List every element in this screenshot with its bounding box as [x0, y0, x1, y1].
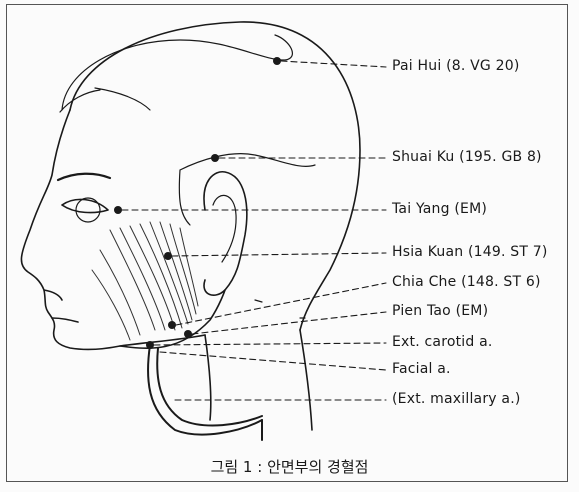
label-pai-hui: Pai Hui (8. VG 20) — [392, 58, 520, 74]
label-ext-carotid: Ext. carotid a. — [392, 334, 493, 350]
figure-caption: 그림 1 : 안면부의 경혈점 — [0, 456, 579, 477]
point-chia-che — [168, 321, 176, 329]
point-shuai-ku — [211, 154, 219, 162]
label-shuai-ku: Shuai Ku (195. GB 8) — [392, 149, 542, 165]
point-pai-hui — [273, 57, 281, 65]
label-hsia-kuan: Hsia Kuan (149. ST 7) — [392, 244, 548, 260]
eye — [62, 199, 108, 212]
point-ext-carotid — [146, 341, 154, 349]
label-tai-yang: Tai Yang (EM) — [392, 201, 487, 217]
label-pien-tao: Pien Tao (EM) — [392, 303, 488, 319]
point-pien-tao — [184, 330, 192, 338]
head-outline — [70, 22, 360, 330]
neck — [205, 330, 312, 430]
label-chia-che: Chia Che (148. ST 6) — [392, 274, 541, 290]
masseter-muscle — [92, 222, 198, 340]
label-ext-maxillary: (Ext. maxillary a.) — [392, 391, 521, 407]
label-facial-a: Facial a. — [392, 361, 451, 377]
ear — [204, 172, 247, 295]
point-hsia-kuan — [164, 252, 172, 260]
point-tai-yang — [114, 206, 122, 214]
eyebrow — [58, 174, 110, 180]
hair — [62, 35, 292, 110]
